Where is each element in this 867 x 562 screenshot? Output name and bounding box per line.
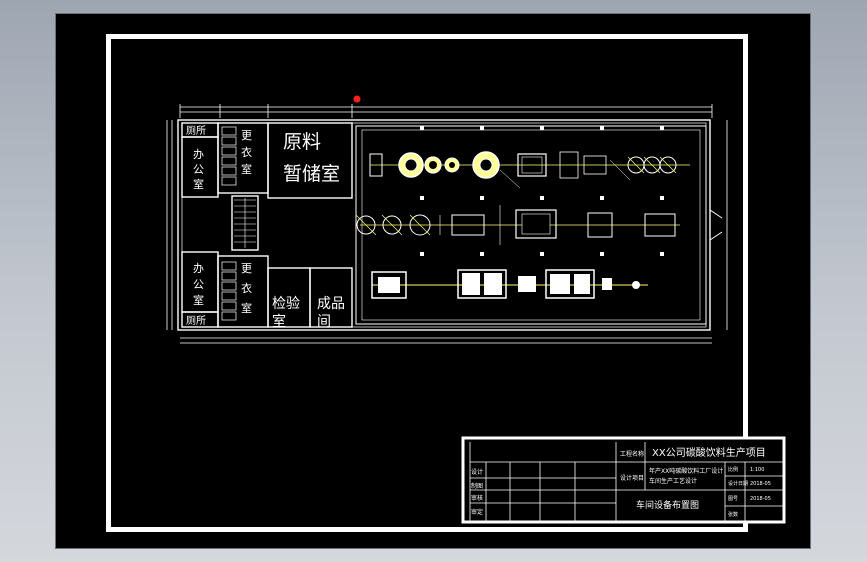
tb-row-1: 设计 [471,468,483,476]
drawing-frame [106,34,748,532]
locker-top-3: 室 [241,162,252,176]
office-bottom-1: 办 [193,262,204,275]
locker-grid-top [221,126,237,186]
tb-design-sub: 车间生产工艺设计 [649,477,697,485]
tb-no-label: 图号 [728,496,738,502]
tb-row-3: 审核 [471,494,483,502]
production-line-1 [369,151,690,189]
tb-design-label: 设计项目 [620,474,644,482]
tb-scale-value: 1:100 [750,467,764,473]
tb-project-label: 工程名称 [620,450,644,458]
locker-top-2: 衣 [241,145,252,159]
tb-row-2: 制图 [471,482,483,490]
tb-row-4: 审定 [471,508,483,516]
tb-drawing-name: 车间设备布置图 [636,499,699,511]
locker-bottom-3: 室 [241,301,252,315]
office-bottom-3: 室 [193,293,204,307]
stair-hatch [234,198,256,248]
locker-bottom-2: 衣 [241,281,252,295]
tb-date-value: 2018-05 [750,481,771,487]
locker-grid-bottom [221,261,237,321]
tb-sheet-label: 张数 [728,511,738,518]
right-doors [709,209,723,241]
product-label-1: 成品 [317,296,345,312]
toilet-bottom-label: 厕所 [186,315,206,327]
raw-material-label-1: 原料 [283,131,321,153]
inspection-label-2: 室 [272,313,286,330]
red-marker [353,95,361,103]
title-block: 工程名称 XX公司碳酸饮料生产项目 设计项目 年产XX吨碳酸饮料工厂设计 车间生… [461,436,786,524]
tb-scale-label: 比例 [728,466,738,473]
office-top-1: 办 [193,148,204,161]
building-walls [177,119,711,331]
production-line-3 [371,269,648,299]
office-bottom-2: 公 [193,278,204,291]
tb-no-value: 2018-05 [750,496,771,502]
production-line-2 [355,205,680,245]
toilet-top-label: 厕所 [186,125,206,137]
locker-top-1: 更 [241,129,252,142]
tb-design-name: 年产XX吨碳酸饮料工厂设计 [649,467,723,475]
room-labels: 厕所 办 公 室 更 衣 室 原料 暂储室 办 公 室 更 衣 室 厕所 检验 … [186,125,345,330]
office-top-3: 室 [193,177,204,191]
office-top-2: 公 [193,163,204,176]
tb-date-label: 设计日期 [728,480,748,487]
raw-material-label-2: 暂储室 [283,163,340,185]
columns [420,126,664,256]
tb-project-name: XX公司碳酸饮料生产项目 [652,446,766,459]
inspection-label-1: 检验 [272,296,300,312]
dimension-lines-top [166,104,728,344]
locker-bottom-1: 更 [241,262,252,275]
product-label-2: 间 [317,314,331,330]
